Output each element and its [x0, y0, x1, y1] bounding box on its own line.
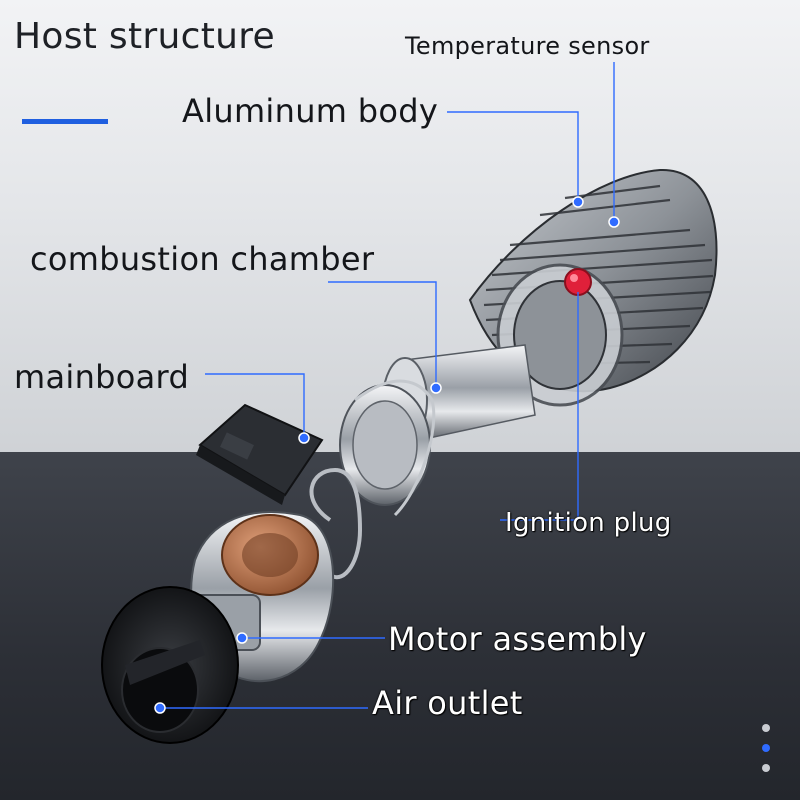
label-mainboard: mainboard — [14, 358, 190, 396]
label-motor-assembly: Motor assembly — [388, 620, 647, 658]
label-combustion-chamber: combustion chamber — [30, 240, 375, 278]
leader-mainboard — [205, 373, 305, 435]
page-title: Host structure — [14, 16, 275, 57]
marker-aluminum-body — [572, 196, 584, 208]
label-air-outlet: Air outlet — [372, 684, 523, 722]
combustion-chamber-part — [339, 344, 536, 517]
pagination-dot-1[interactable] — [762, 724, 770, 732]
air-outlet-part — [101, 586, 239, 744]
pagination-dot-3[interactable] — [762, 764, 770, 772]
aluminum-body-part — [468, 168, 718, 407]
label-aluminum-body: Aluminum body — [182, 92, 439, 130]
marker-temperature-sensor — [608, 216, 620, 228]
leader-ignition-plug — [500, 292, 579, 521]
mainboard-part — [196, 403, 324, 505]
label-ignition-plug: Ignition plug — [505, 508, 672, 538]
marker-air-outlet — [154, 702, 166, 714]
pagination-dots — [762, 724, 772, 784]
marker-motor-assembly — [236, 632, 248, 644]
marker-combustion-chamber — [430, 382, 442, 394]
marker-mainboard — [298, 432, 310, 444]
ignition-plug-part — [564, 268, 592, 296]
title-accent-bar — [22, 119, 108, 124]
label-temperature-sensor: Temperature sensor — [405, 32, 650, 60]
leader-aluminum-body — [447, 111, 579, 200]
gasket-part — [309, 467, 363, 580]
markers — [154, 196, 620, 714]
leader-lines — [160, 62, 615, 709]
pagination-dot-2[interactable] — [762, 744, 770, 752]
leader-combustion-chamber — [328, 281, 437, 385]
